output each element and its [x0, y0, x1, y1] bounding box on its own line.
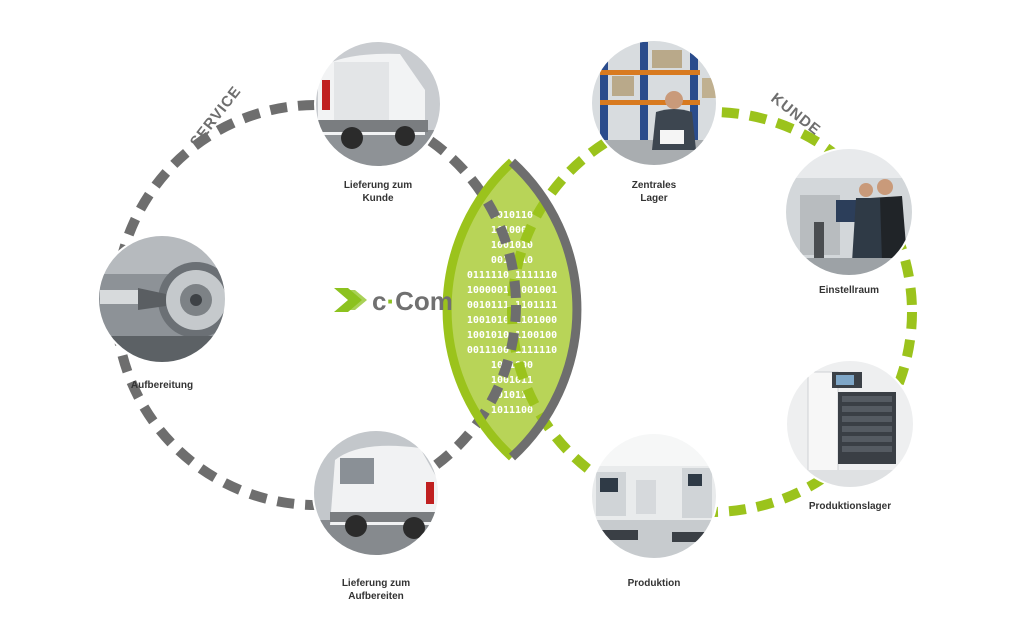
node-lieferung-kunde: Lieferung zum Kunde [314, 40, 442, 204]
node-label-line-1: Zentrales [632, 180, 677, 191]
node-produktion: Produktion [590, 432, 718, 589]
double-chevron-right-icon [334, 288, 367, 312]
node-label: Produktionslager [809, 501, 891, 512]
binary-row: 1010001 [491, 225, 533, 236]
node-produktionslager: Produktionslager [785, 359, 915, 512]
lens-gray-edge [508, 158, 582, 461]
binary-row: 0010110 [491, 210, 533, 221]
service-arc-label: SERVICE [187, 83, 245, 151]
binary-row: 1001010 [491, 240, 533, 251]
factory-hall-photo [591, 433, 717, 559]
node-label: Einstellraum [819, 285, 879, 296]
van-photo [315, 41, 441, 167]
van-photo [313, 430, 439, 556]
logo-text: c·Com [372, 286, 453, 316]
node-label: Produktion [628, 578, 681, 589]
warehouse-worker-photo [591, 40, 717, 166]
binary-row: 1001011 [491, 375, 533, 386]
node-lieferung-aufbereiten: Lieferung zum Aufbereiten [312, 429, 440, 602]
node-label-line-2: Aufbereiten [348, 591, 404, 602]
binary-row: 1011100 [491, 405, 533, 416]
node-label-line-1: Lieferung zum [344, 180, 412, 191]
lens-green-edge [442, 158, 516, 461]
node-label-line-1: Lieferung zum [342, 578, 410, 589]
node-label: Aufbereitung [131, 380, 193, 391]
vending-cabinet-photo [786, 360, 914, 488]
binary-row: 0010110 [491, 390, 533, 401]
node-zentrales-lager: Zentrales Lager [590, 39, 718, 204]
node-aufbereitung: Aufbereitung [97, 234, 227, 391]
binary-row: 0111110 1111110 [467, 270, 557, 281]
node-label-line-2: Kunde [362, 193, 394, 204]
node-label-line-2: Lager [640, 193, 667, 204]
c-com-logo: c·Com [334, 286, 453, 316]
node-einstellraum: Einstellraum [784, 147, 914, 296]
binary-row: 1001000 [491, 360, 533, 371]
customer-arc-label: KUNDE [768, 90, 824, 139]
